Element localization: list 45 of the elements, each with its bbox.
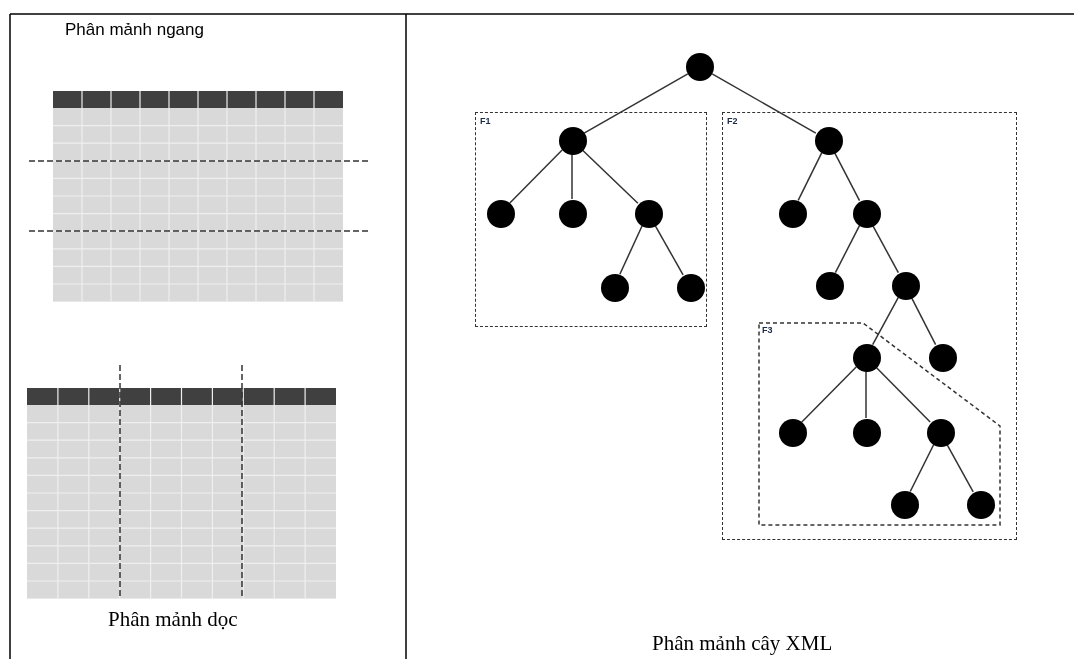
- fragment-label: F2: [727, 116, 738, 126]
- tree-edge: [711, 73, 817, 134]
- tree-edge: [875, 366, 931, 423]
- tree-node-circle: [487, 200, 515, 228]
- tree-node-circle: [779, 200, 807, 228]
- tree-node-circle: [635, 200, 663, 228]
- tree-edge: [797, 151, 823, 202]
- tree-node-circle: [967, 491, 995, 519]
- tree-node-circle: [559, 127, 587, 155]
- tree-node-circle: [677, 274, 705, 302]
- tree-edge: [946, 443, 974, 493]
- tree-edge: [871, 296, 900, 346]
- tree-edge: [834, 224, 861, 274]
- tree-node-circle: [891, 491, 919, 519]
- tree-node-circle: [559, 200, 587, 228]
- tree-node-circle: [601, 274, 629, 302]
- fragment-box: [722, 112, 1017, 540]
- tree-edge: [619, 224, 643, 276]
- tree-node-circle: [815, 127, 843, 155]
- caption-text: Phân mảnh dọc: [108, 607, 238, 632]
- tree-edge: [871, 224, 900, 274]
- tree-edge: [583, 73, 689, 134]
- fragment-box: [475, 112, 707, 327]
- tree-node-circle: [779, 419, 807, 447]
- tree-node-circle: [853, 419, 881, 447]
- tree-edge: [865, 370, 867, 419]
- tree-edge: [833, 151, 861, 202]
- tree-node-circle: [816, 272, 844, 300]
- fragment-label: F3: [762, 325, 773, 335]
- caption-text: Phân mảnh cây XML: [652, 631, 833, 656]
- tree-node-circle: [853, 344, 881, 372]
- tree-edge: [909, 443, 935, 493]
- tree-node-circle: [892, 272, 920, 300]
- caption-text: Phân mảnh ngang: [65, 20, 204, 40]
- tree-edge: [801, 366, 857, 423]
- fragment-label: F1: [480, 116, 491, 126]
- tree-node-circle: [686, 53, 714, 81]
- tree-node-circle: [929, 344, 957, 372]
- tree-edge: [581, 148, 639, 205]
- tree-edge: [509, 149, 563, 204]
- tree-edge: [654, 224, 684, 276]
- tree-edge: [571, 153, 573, 200]
- tree-edge: [910, 296, 937, 346]
- tree-node-circle: [927, 419, 955, 447]
- tree-node-circle: [853, 200, 881, 228]
